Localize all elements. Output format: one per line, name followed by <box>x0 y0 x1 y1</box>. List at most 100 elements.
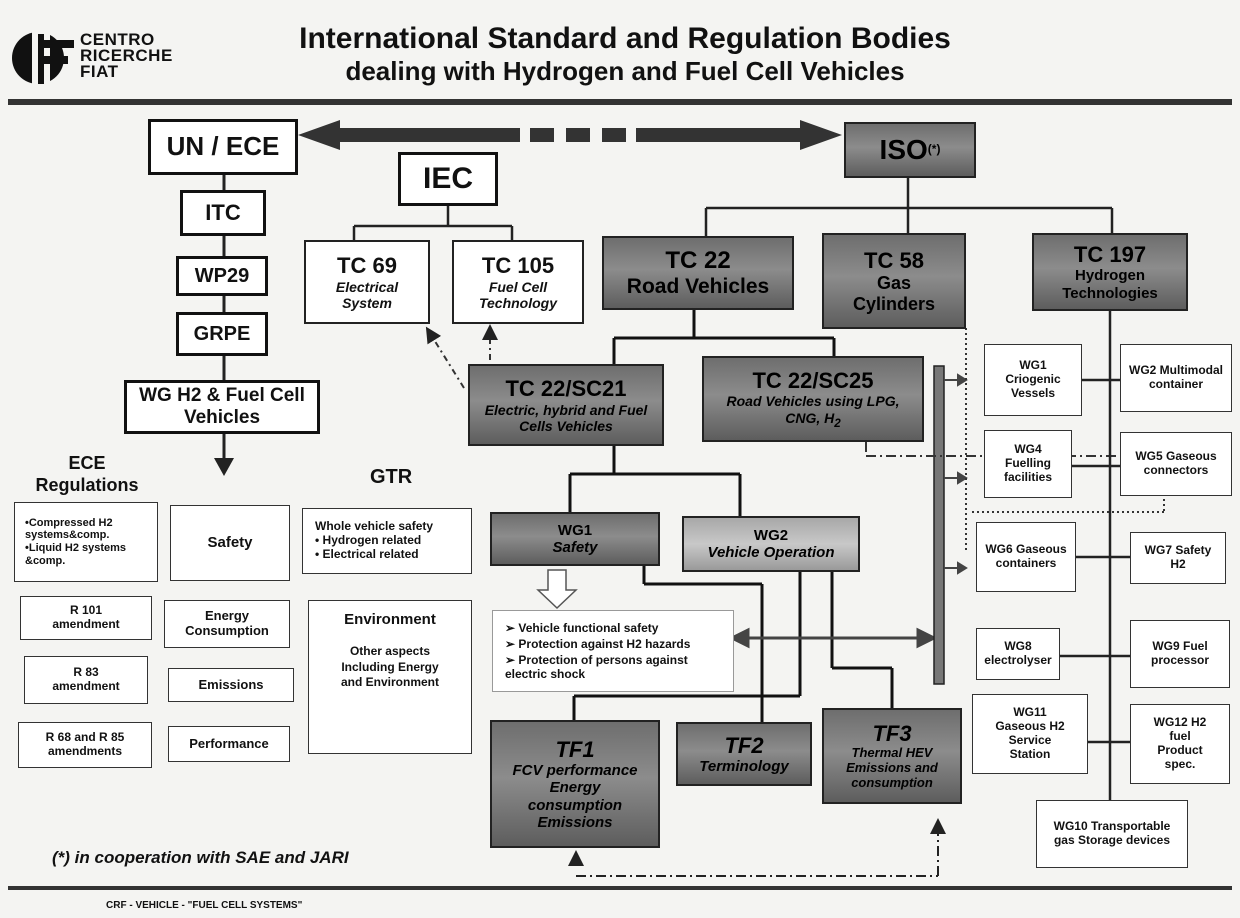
scope-item: ➢ Protection of persons against electric… <box>505 653 688 681</box>
tc105-title: TC 105 <box>481 253 555 279</box>
energy-label: Energy Consumption <box>185 608 269 638</box>
environment-title: Environment <box>344 611 436 628</box>
sc21-wg2-subtitle: Vehicle Operation <box>707 544 835 561</box>
ece-item: •Compressed H2 systems&comp. <box>25 516 113 542</box>
ece-item: •Liquid H2 systems &comp. <box>25 542 127 567</box>
tc22-box: TC 22 Road Vehicles <box>602 236 794 310</box>
gtr-heading: GTR <box>370 466 412 489</box>
wg1-scope-list: ➢ Vehicle functional safety ➢ Protection… <box>492 610 734 692</box>
performance-label: Performance <box>189 735 269 751</box>
header-rule <box>8 99 1232 105</box>
sc21-subtitle: Electric, hybrid and Fuel Cells Vehicles <box>484 401 648 434</box>
tc22-title: TC 22 <box>665 247 731 275</box>
tc197-wg5-box: WG5 Gaseous connectors <box>1120 432 1232 496</box>
tc197-wg11-label: WG11 Gaseous H2 Service Station <box>995 705 1065 761</box>
whole-vehicle-item: • Hydrogen related <box>315 533 422 548</box>
tc197-wg6-label: WG6 Gaseous containers <box>985 542 1067 570</box>
wp29-label: WP29 <box>194 264 250 287</box>
tf1-subtitle: FCV performance Energy consumption Emiss… <box>512 762 638 831</box>
tf2-subtitle: Terminology <box>699 758 789 776</box>
title-line2: dealing with Hydrogen and Fuel Cell Vehi… <box>345 56 905 86</box>
r68-label: R 68 and R 85 amendments <box>45 730 125 758</box>
environment-box: Environment Other aspects Including Ener… <box>308 600 472 754</box>
r83-label: R 83 amendment <box>52 665 120 693</box>
tc197-wg12-box: WG12 H2 fuel Product spec. <box>1130 704 1230 784</box>
tc58-subtitle2: Cylinders <box>852 293 936 314</box>
title-line1: International Standard and Regulation Bo… <box>299 22 951 55</box>
energy-box: Energy Consumption <box>164 600 290 648</box>
ece-regulations-heading: ECE Regulations <box>20 452 154 496</box>
tc197-wg5-label: WG5 Gaseous connectors <box>1135 449 1217 477</box>
tc58-title: TC 58 <box>864 247 924 273</box>
wp29-box: WP29 <box>176 256 268 296</box>
sc25-subscript: 2 <box>834 416 841 430</box>
tf3-subtitle: Thermal HEV Emissions and consumption <box>846 745 938 791</box>
environment-text: Other aspects Including Energy and Envir… <box>340 644 439 690</box>
unece-box: UN / ECE <box>148 119 298 175</box>
tf1-box: TF1 FCV performance Energy consumption E… <box>490 720 660 848</box>
tc197-wg2-box: WG2 Multimodal container <box>1120 344 1232 412</box>
performance-box: Performance <box>168 726 290 762</box>
safety-box: Safety <box>170 505 290 581</box>
iec-box: IEC <box>398 152 498 206</box>
whole-vehicle-item: • Electrical related <box>315 546 419 561</box>
footer-label: CRF - VEHICLE - "FUEL CELL SYSTEMS" <box>106 900 303 911</box>
sc25-box: TC 22/SC25 Road Vehicles using LPG, CNG,… <box>702 356 924 442</box>
ece-h2-systems-box: •Compressed H2 systems&comp. •Liquid H2 … <box>14 502 158 582</box>
logo-line: CENTRO <box>80 30 155 49</box>
gtr-heading-text: GTR <box>370 466 413 488</box>
grpe-label: GRPE <box>193 322 251 345</box>
tf3-box: TF3 Thermal HEV Emissions and consumptio… <box>822 708 962 804</box>
scope-item: ➢ Protection against H2 hazards <box>505 637 691 651</box>
grpe-box: GRPE <box>176 312 268 356</box>
tc69-subtitle: Electrical System <box>335 278 399 311</box>
footnote: (*) in cooperation with SAE and JARI <box>52 848 349 868</box>
itc-label: ITC <box>205 200 241 226</box>
sc21-wg2-title: WG2 <box>753 526 789 544</box>
tc197-wg1-label: WG1 Criogenic Vessels <box>1005 358 1061 400</box>
r83-box: R 83 amendment <box>24 656 148 704</box>
tc197-subtitle: Hydrogen Technologies <box>1062 267 1158 302</box>
r101-label: R 101 amendment <box>52 603 120 631</box>
itc-box: ITC <box>180 190 266 236</box>
tc197-wg11-box: WG11 Gaseous H2 Service Station <box>972 694 1088 774</box>
tf2-box: TF2 Terminology <box>676 722 812 786</box>
cooperation-arrow <box>298 120 842 150</box>
sc21-title: TC 22/SC21 <box>505 376 627 402</box>
tc197-box: TC 197 Hydrogen Technologies <box>1032 233 1188 311</box>
sc21-wg1-box: WG1 Safety <box>490 512 660 566</box>
tc197-wg4-box: WG4 Fuelling facilities <box>984 430 1072 498</box>
tc22-subtitle: Road Vehicles <box>626 274 770 298</box>
tc69-box: TC 69 Electrical System <box>304 240 430 324</box>
tc197-wg1-box: WG1 Criogenic Vessels <box>984 344 1082 416</box>
sc21-box: TC 22/SC21 Electric, hybrid and Fuel Cel… <box>468 364 664 446</box>
whole-vehicle-title: Whole vehicle safety <box>315 519 434 534</box>
sc21-wg1-subtitle: Safety <box>552 539 598 556</box>
tc197-wg9-box: WG9 Fuel processor <box>1130 620 1230 688</box>
logo-line: FIAT <box>80 62 119 81</box>
tc197-wg10-box: WG10 Transportable gas Storage devices <box>1036 800 1188 868</box>
tf2-title: TF2 <box>724 732 764 758</box>
logo-line: RICERCHE <box>80 46 173 65</box>
tc197-wg4-label: WG4 Fuelling facilities <box>1003 442 1053 484</box>
tc197-title: TC 197 <box>1073 242 1147 268</box>
emissions-label: Emissions <box>198 676 264 692</box>
safety-label: Safety <box>207 534 253 552</box>
tf3-title: TF3 <box>872 720 912 746</box>
crf-logo-icon <box>12 32 74 84</box>
iec-label: IEC <box>422 161 473 195</box>
wg-h2-label: WG H2 & Fuel Cell Vehicles <box>139 385 305 428</box>
tc69-title: TC 69 <box>337 253 397 279</box>
tc197-wg2-label: WG2 Multimodal container <box>1129 363 1223 391</box>
tc197-wg10-label: WG10 Transportable gas Storage devices <box>1053 819 1171 847</box>
whole-vehicle-safety-box: Whole vehicle safety • Hydrogen related … <box>302 508 472 574</box>
tc105-box: TC 105 Fuel Cell Technology <box>452 240 584 324</box>
tc58-subtitle1: Gas <box>876 272 912 293</box>
tc197-wg8-label: WG8 electrolyser <box>984 639 1052 667</box>
tf1-title: TF1 <box>555 736 595 762</box>
footnote-text: (*) in cooperation with SAE and JARI <box>52 848 349 867</box>
tc105-subtitle: Fuel Cell Technology <box>478 278 558 311</box>
sc25-title: TC 22/SC25 <box>752 368 874 394</box>
footer-rule <box>8 886 1232 890</box>
